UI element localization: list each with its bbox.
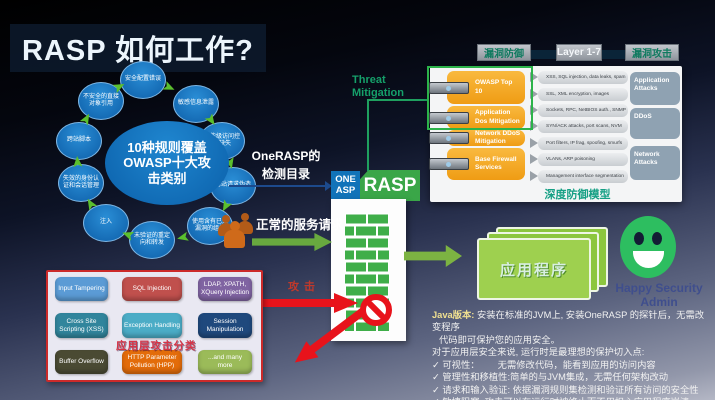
threat-row: SSL, XML encryption, images — [530, 88, 628, 101]
attack-type-card: Buffer Overflow — [55, 350, 108, 374]
attack-type-card: Session Manipulation — [198, 313, 252, 338]
attack-type-card: Cross Site Scripting (XSS) — [55, 313, 108, 338]
oneasp-logo-line: ONE — [335, 173, 356, 185]
attack-label: 攻击 — [288, 281, 320, 293]
center-line: 击类别 — [147, 170, 187, 186]
connector-label-line: OneRASP的 — [251, 149, 321, 163]
layer-badge: Layer 1-7 — [556, 44, 602, 61]
app-stack-label: 应用程序 — [499, 261, 568, 279]
attack-group-card: Application Attacks — [630, 72, 680, 105]
java-notes-line: Java版本: 安装在标准的JVM上, 安装OneRASP 的探针后，无需改变程… — [432, 309, 712, 334]
java-bullet: ✓ 可视性： 无需修改代码，能看到应用的访问内容 — [432, 359, 656, 370]
center-line: OWASP十大攻 — [123, 155, 211, 171]
connector-label-line: 检测目录 — [261, 167, 310, 181]
java-bullet: ✓ 敏捷阻塞: 攻击可以在运行时被终止而不用担心应用程序崩溃 — [432, 396, 712, 400]
users-icon — [241, 213, 249, 221]
users-icon — [224, 230, 245, 248]
defense-model-caption: 深度防御模型 — [544, 189, 611, 201]
attack-type-card: LDAP, XPATH, XQuery Injection — [198, 277, 252, 301]
java-version-label: Java版本: — [432, 310, 475, 320]
users-icon — [222, 215, 230, 223]
owasp-node: 未验证的重定向和转发 — [129, 221, 175, 259]
vuln-attack-badge: 漏洞攻击 — [625, 44, 679, 61]
oneasp-logo: ONE ASP — [331, 171, 360, 200]
threat-mitigation-connector — [367, 99, 369, 171]
java-bullet: ✓ 请求和输入验证: 依据漏洞规则集检测和验证所有访问的安全性 — [432, 384, 699, 395]
threat-mitigation-line: Mitigation — [352, 87, 404, 100]
happy-admin-label: Happy Security Admin — [615, 281, 703, 309]
normal-request-arrow-icon — [252, 233, 332, 251]
connector-arrowhead-icon — [325, 181, 332, 191]
threat-row: Sockets, RPC, NetBIOS auth., SNMP — [530, 104, 628, 117]
protection-group-outline — [427, 66, 533, 130]
attack-type-card: Exception Handling — [122, 313, 182, 338]
owasp-center-circle: 10种规则覆盖 OWASP十大攻 击类别 — [105, 121, 229, 205]
owasp-node: 跨站脚本 — [56, 122, 102, 160]
threat-mitigation-label: Threat Mitigation — [352, 74, 424, 100]
owasp-node: 失效的身份认证和会话管理 — [58, 164, 104, 202]
attack-type-card: HTTP Parameter Pollution (HPP) — [122, 350, 182, 374]
java-bullet: ✓ 管理性和移植性:简单的与JVM集成，无需任何架构改动 — [432, 372, 669, 383]
page-title: RASP 如何工作? — [10, 24, 266, 72]
smiley-mouth-icon — [633, 251, 664, 268]
onerasp-connector-line — [229, 185, 325, 187]
oneasp-logo-line: ASP — [335, 184, 356, 196]
no-entry-icon — [360, 294, 392, 326]
threat-mitigation-connector — [367, 99, 429, 101]
rasp-banner: RASP — [360, 170, 420, 201]
owasp-node: 不安全的直接对象引用 — [78, 82, 124, 120]
java-notes-line: 对于应用层安全来说, 运行时是最理想的保护切入点: — [432, 347, 645, 358]
cycle-arrow-icon — [176, 231, 189, 244]
smiley-eye-icon — [634, 232, 644, 245]
center-line: 10种规则覆盖 — [127, 139, 207, 155]
server-icon — [429, 82, 469, 94]
threat-row: Port filters, IP frag, spoofing, smurfs — [530, 137, 628, 150]
normal-request-label: 正常的服务请求 — [256, 218, 344, 232]
owasp-node: 注入 — [83, 204, 129, 242]
attack-group-card: DDoS — [630, 108, 680, 139]
users-icon — [230, 221, 240, 231]
owasp-node: 安全配置错误 — [120, 61, 166, 99]
server-icon — [429, 158, 469, 170]
server-icon — [429, 132, 469, 144]
java-notes: Java版本: 安装在标准的JVM上, 安装OneRASP 的探针后，无需改变程… — [432, 309, 712, 400]
threat-mitigation-line: Threat — [352, 74, 386, 86]
onerasp-connector-label: OneRASP的 检测目录 — [244, 147, 328, 183]
attack-type-card: Input Tampering — [55, 277, 108, 301]
attack-box-caption: 应用层攻击分类 — [116, 340, 197, 352]
java-lead-text: 安装在标准的JVM上, 安装OneRASP 的探针后，无需改变程序 — [432, 310, 705, 333]
threat-row: SYN/ACK attacks, port scans, NVM — [530, 120, 628, 133]
app-output-arrow-icon — [404, 245, 462, 267]
attack-group-card: Network Attacks — [630, 146, 680, 180]
server-icon — [429, 112, 469, 124]
happy-admin-face-icon — [620, 216, 676, 278]
vuln-defense-badge: 漏洞防御 — [477, 44, 531, 61]
threat-row: VLANs, ARP poisoning — [530, 153, 628, 166]
app-stack: 应用程序 — [477, 238, 591, 300]
attack-type-card: ...and many more — [198, 350, 252, 374]
attack-type-card: SQL Injection — [122, 277, 182, 301]
java-notes-line: 代码即可保护您的应用安全。 — [439, 334, 560, 345]
threat-row: Management interface segmentation — [530, 170, 628, 183]
threat-row: XSS, SQL injection, data leaks, spam — [530, 71, 628, 84]
smiley-eye-icon — [652, 232, 662, 245]
